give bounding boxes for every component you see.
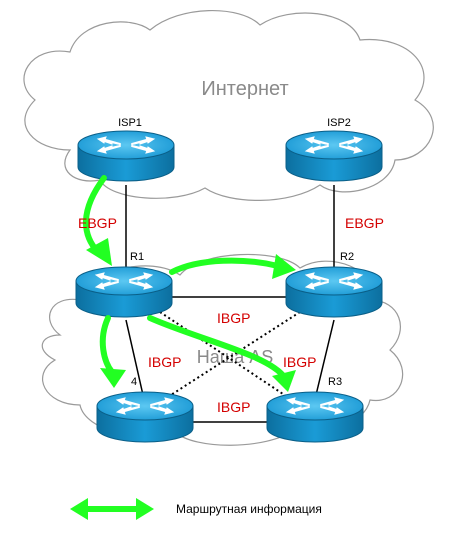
flow-head-isp1-r1 xyxy=(86,238,112,266)
legend-arrow-icon xyxy=(70,498,154,520)
ibgp-r2-r3-label: IBGP xyxy=(283,354,316,370)
router-r3 xyxy=(266,391,364,443)
ibgp-r1-r2-label: IBGP xyxy=(217,310,250,326)
flow-r1-r3 xyxy=(147,315,288,381)
router-r4 xyxy=(96,391,194,443)
legend: Маршрутная информация xyxy=(70,498,322,520)
flow-head-r1-r4 xyxy=(100,368,126,388)
link-r1-r3-dotted xyxy=(159,311,296,403)
our-as-label: Наша AS xyxy=(197,347,273,367)
flow-head-r1-r2 xyxy=(272,254,296,279)
ebgp-right-label: EBGP xyxy=(345,215,384,231)
router-r1 xyxy=(75,266,173,318)
router-label-r1: R1 xyxy=(130,251,144,263)
legend-routing-info-label: Маршрутная информация xyxy=(176,502,322,516)
ibgp-r1-r4-label: IBGP xyxy=(148,354,181,370)
router-label-isp1: ISP1 xyxy=(118,117,142,129)
flow-head-r1-r3 xyxy=(272,370,296,392)
internet-label: Интернет xyxy=(201,78,288,100)
link-r1-r4 xyxy=(125,319,144,396)
ibgp-r4-r3-label: IBGP xyxy=(217,399,250,415)
ebgp-left-label: EBGP xyxy=(78,215,117,231)
router-label-r2: R2 xyxy=(340,251,354,263)
router-label-r4: 4 xyxy=(131,376,137,388)
router-isp2 xyxy=(285,130,383,182)
routing-flow-heads xyxy=(86,238,296,392)
router-isp1 xyxy=(77,130,175,182)
router-label-isp2: ISP2 xyxy=(327,117,351,129)
router-label-r3: R3 xyxy=(328,376,342,388)
links xyxy=(125,185,335,423)
flow-r1-r2 xyxy=(169,257,281,275)
router-r2 xyxy=(285,266,383,318)
link-r2-r3 xyxy=(315,319,335,396)
